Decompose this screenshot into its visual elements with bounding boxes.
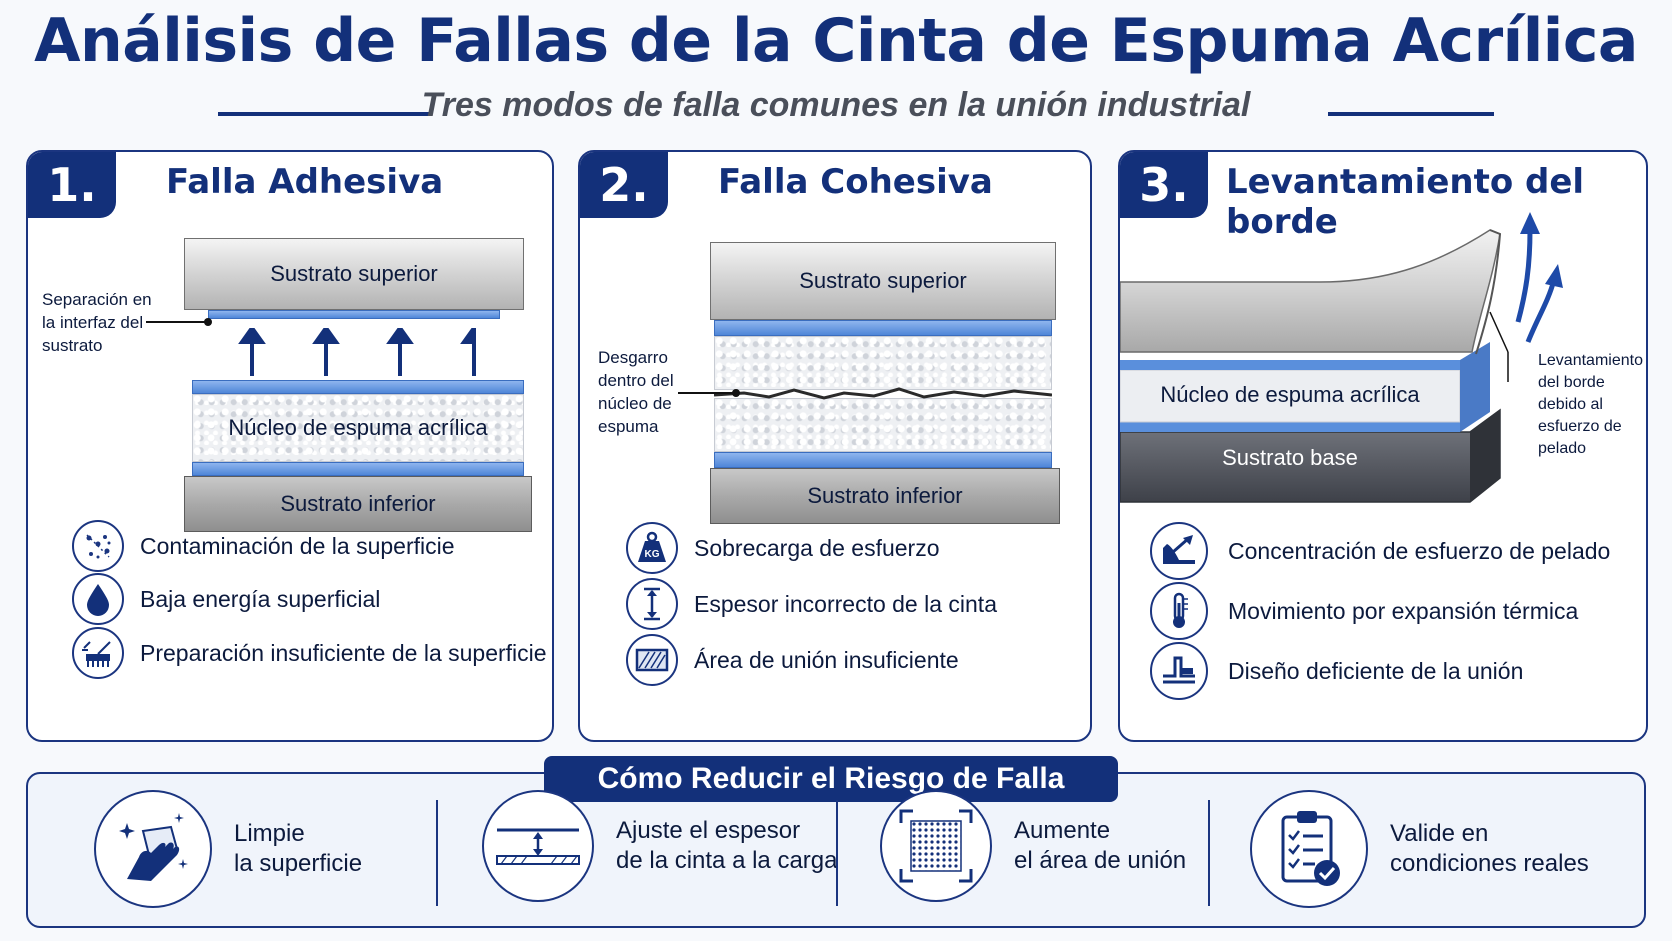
tip-text: Aumente el área de unión	[1014, 817, 1187, 874]
subtitle-rule-right	[1328, 112, 1494, 116]
cause-item: Preparación insuficiente de la superfici…	[72, 627, 547, 679]
risk-reduction-title: Cómo Reducir el Riesgo de Falla	[544, 756, 1118, 802]
checklist-icon	[1250, 790, 1368, 908]
panel-title: Levantamiento del borde	[1226, 162, 1585, 242]
clean-hand-icon	[94, 790, 212, 908]
upper-substrate: Sustrato superior	[184, 238, 524, 310]
upper-substrate-label: Sustrato superior	[270, 261, 438, 286]
lower-substrate-label: Sustrato inferior	[807, 483, 963, 508]
tip-divider	[436, 800, 438, 906]
lower-substrate: Sustrato inferior	[184, 476, 532, 532]
separation-arrows-icon	[238, 328, 476, 376]
brush-icon	[72, 627, 124, 679]
foam-core-upper-half	[714, 336, 1052, 390]
cause-item: Concentración de esfuerzo de pelado	[1150, 522, 1610, 580]
foam-tear-crack	[714, 387, 1052, 400]
cause-item: Área de unión insuficiente	[626, 634, 959, 686]
thickness-icon	[626, 578, 678, 630]
bond-area-icon	[880, 790, 992, 902]
panel-cohesive-failure: 2. Falla Cohesiva Sustrato superior Sust…	[578, 150, 1092, 742]
thermometer-icon	[1150, 582, 1208, 640]
cause-item: Baja energía superficial	[72, 573, 380, 625]
interface-separation-note: Separación en la interfaz del sustrato	[42, 290, 152, 355]
panel-edge-lifting: 3. Levantamiento del borde Núcleo de esp…	[1118, 150, 1648, 742]
adhesive-layer-lower	[714, 452, 1052, 468]
panel-adhesive-failure: 1. Falla Adhesiva Sustrato superior Núcl…	[26, 150, 554, 742]
subtitle-rule-left	[218, 112, 432, 116]
tip-adjust-thickness: Ajuste el espesor de la cinta a la carga	[482, 790, 837, 902]
base-substrate-label-box: Sustrato base	[1120, 438, 1460, 478]
thickness-gauge-icon	[482, 790, 594, 902]
tip-text: Limpie la superficie	[234, 820, 363, 877]
cohesive-tear-note: Desgarro dentro del núcleo de espuma	[598, 348, 674, 436]
adhesive-layer-lower	[192, 462, 524, 476]
panel-number: 1.	[28, 152, 116, 218]
tip-increase-area: Aumente el área de unión	[880, 790, 1186, 902]
cause-item: KG Sobrecarga de esfuerzo	[626, 522, 940, 574]
foam-core-label: Núcleo de espuma acrílica	[228, 415, 488, 440]
lower-substrate-label: Sustrato inferior	[280, 491, 436, 516]
tip-divider	[1208, 800, 1210, 906]
tip-text: Valide en condiciones reales	[1390, 820, 1589, 877]
joint-icon	[1150, 642, 1208, 700]
contamination-icon	[72, 520, 124, 572]
panel-number: 3.	[1120, 152, 1208, 218]
panel-number: 2.	[580, 152, 668, 218]
cause-item: Espesor incorrecto de la cinta	[626, 578, 997, 630]
drop-icon	[72, 573, 124, 625]
foam-core-label: Núcleo de espuma acrílica	[1160, 382, 1420, 407]
tip-validate: Valide en condiciones reales	[1250, 790, 1589, 908]
tip-clean-surface: Limpie la superficie	[94, 790, 362, 908]
foam-core: Núcleo de espuma acrílica	[192, 394, 524, 462]
weight-icon: KG	[626, 522, 678, 574]
tip-text: Ajuste el espesor de la cinta a la carga	[616, 817, 838, 874]
adhesive-layer-top	[208, 310, 500, 319]
foam-core-lower-half	[714, 398, 1052, 452]
upper-substrate-label: Sustrato superior	[799, 268, 967, 293]
adhesive-layer-upper	[714, 320, 1052, 336]
page-title: Análisis de Fallas de la Cinta de Espuma…	[34, 6, 1638, 76]
tip-divider	[836, 800, 838, 906]
base-substrate-label: Sustrato base	[1222, 445, 1358, 470]
page-subtitle: Tres modos de falla comunes en la unión …	[421, 86, 1251, 124]
cause-item: Contaminación de la superficie	[72, 520, 455, 572]
lower-substrate: Sustrato inferior	[710, 468, 1060, 524]
cause-item: Movimiento por expansión térmica	[1150, 582, 1578, 640]
peel-icon	[1150, 522, 1208, 580]
edge-lift-diagram	[1120, 212, 1563, 503]
adhesive-layer-upper	[192, 380, 524, 394]
edge-lift-note: Levantamiento del borde debido al esfuer…	[1538, 352, 1643, 457]
weight-icon-label: KG	[645, 549, 660, 560]
panel-title: Falla Cohesiva	[718, 162, 993, 202]
cause-item: Diseño deficiente de la unión	[1150, 642, 1523, 700]
panel-title: Falla Adhesiva	[166, 162, 444, 202]
annotation-leader-line	[678, 389, 740, 397]
area-icon	[626, 634, 678, 686]
foam-core-label-box: Núcleo de espuma acrílica	[1120, 378, 1460, 412]
annotation-leader-line	[146, 318, 212, 326]
upper-substrate: Sustrato superior	[710, 242, 1056, 320]
